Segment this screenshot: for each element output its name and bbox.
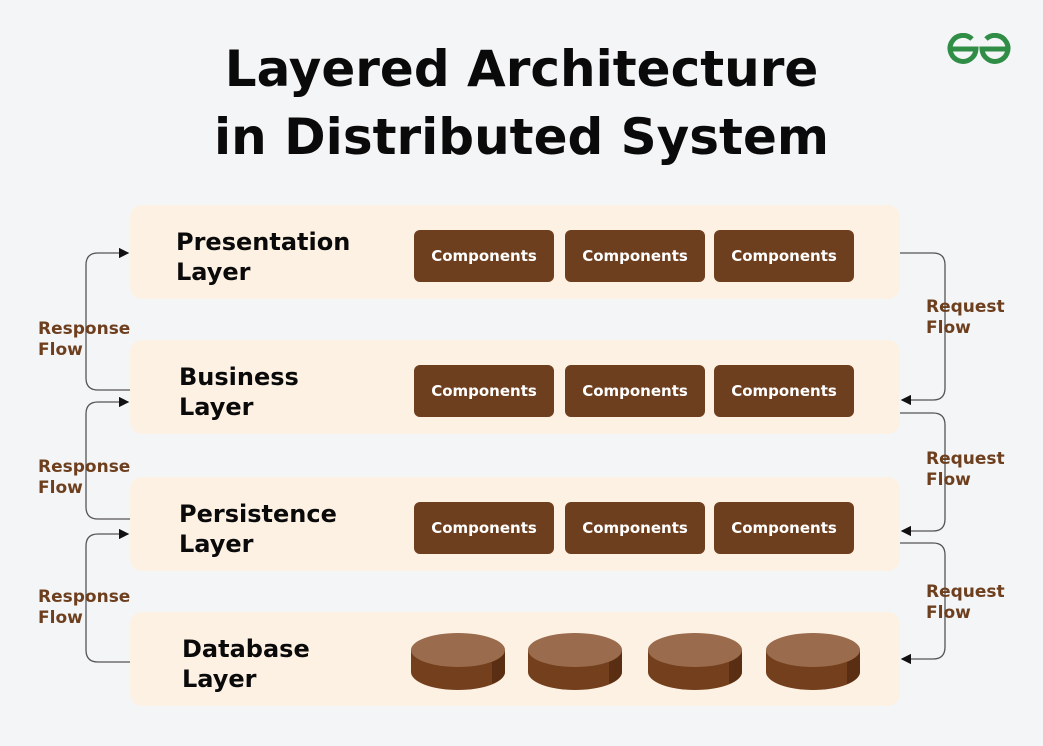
response-arrow-2 — [85, 396, 130, 520]
component-box: Components — [714, 502, 854, 554]
response-arrow-1 — [85, 247, 130, 391]
response-arrow-3 — [85, 528, 130, 663]
title-line-1: Layered Architecture — [224, 40, 819, 98]
database-cylinder-icon — [411, 633, 505, 690]
component-box: Components — [414, 502, 554, 554]
component-box: Components — [414, 365, 554, 417]
component-box: Components — [565, 365, 705, 417]
database-cylinder-icon — [648, 633, 742, 690]
component-box: Components — [565, 502, 705, 554]
request-arrow-1 — [900, 252, 946, 406]
database-cylinder-icon — [766, 633, 860, 690]
component-box: Components — [714, 365, 854, 417]
request-arrow-3 — [900, 542, 946, 665]
component-box: Components — [414, 230, 554, 282]
component-box: Components — [714, 230, 854, 282]
component-box: Components — [565, 230, 705, 282]
title-line-2: in Distributed System — [214, 108, 829, 166]
gfg-logo-icon — [947, 33, 1011, 64]
request-arrow-2 — [900, 412, 946, 537]
database-cylinder-icon — [528, 633, 622, 690]
